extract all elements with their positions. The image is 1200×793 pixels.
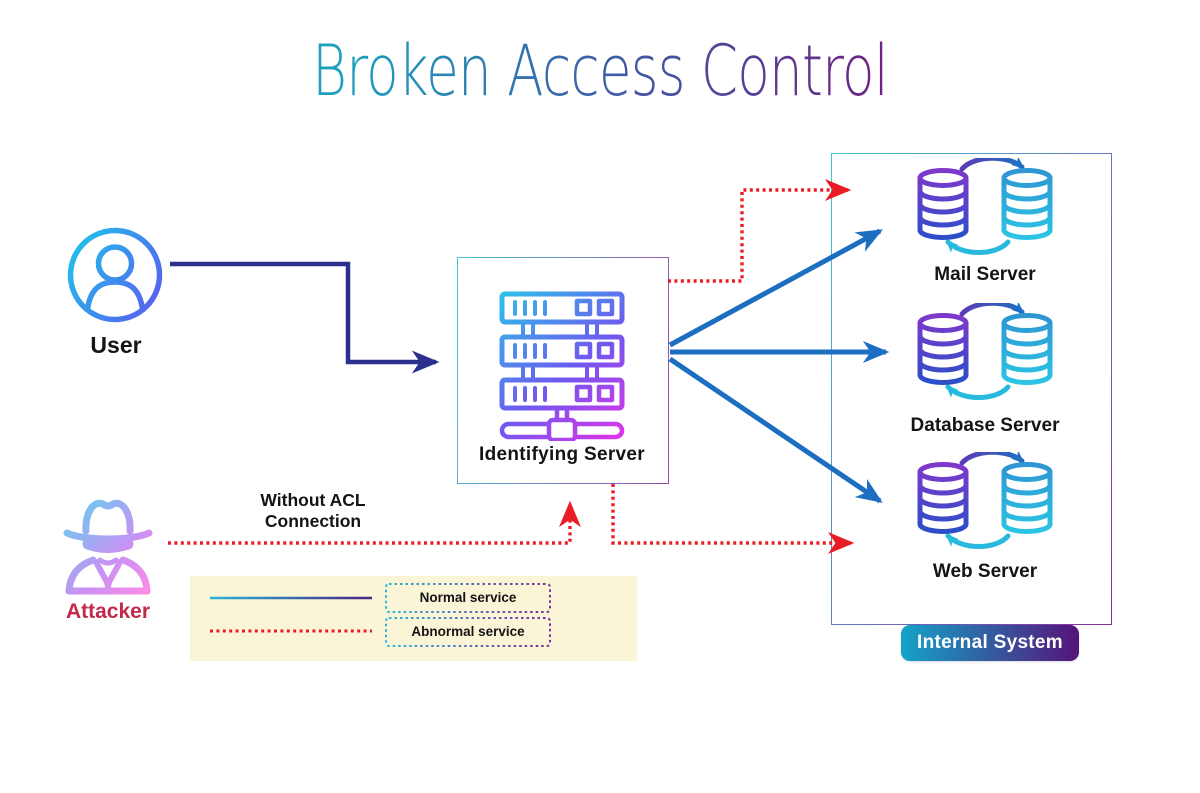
- attacker-icon: [63, 499, 153, 595]
- web-server-sync-icon: [910, 452, 1060, 552]
- database-server-label: Database Server: [910, 415, 1060, 436]
- attacker-bypass-to-mail-arrow: [668, 179, 852, 283]
- attacker-label: Attacker: [65, 600, 151, 623]
- web-server-label: Web Server: [932, 561, 1038, 582]
- attacker-bypass-to-web-arrow: [611, 484, 855, 554]
- internal-system-box: [831, 153, 1112, 625]
- internal-system-badge: Internal System: [901, 625, 1079, 661]
- without-acl-annotation: Without ACL Connection: [230, 490, 396, 532]
- mail-server-label: Mail Server: [934, 264, 1036, 285]
- legend-normal-label: Normal service: [419, 590, 517, 605]
- without-acl-line2: Connection: [264, 511, 362, 531]
- user-label: User: [90, 332, 142, 358]
- database-server-sync-icon: [910, 303, 1060, 403]
- user-icon: [67, 227, 163, 323]
- user-to-identifying-arrow: [170, 261, 440, 374]
- mail-server-sync-icon: [910, 158, 1060, 258]
- legend-abnormal-label: Abnormal service: [411, 624, 525, 639]
- without-acl-line1: Without ACL: [260, 490, 366, 510]
- server-rack-icon: [499, 291, 625, 441]
- page-title: Broken Access Control: [144, 30, 1056, 112]
- identifying-server-label: Identifying Server: [479, 444, 645, 465]
